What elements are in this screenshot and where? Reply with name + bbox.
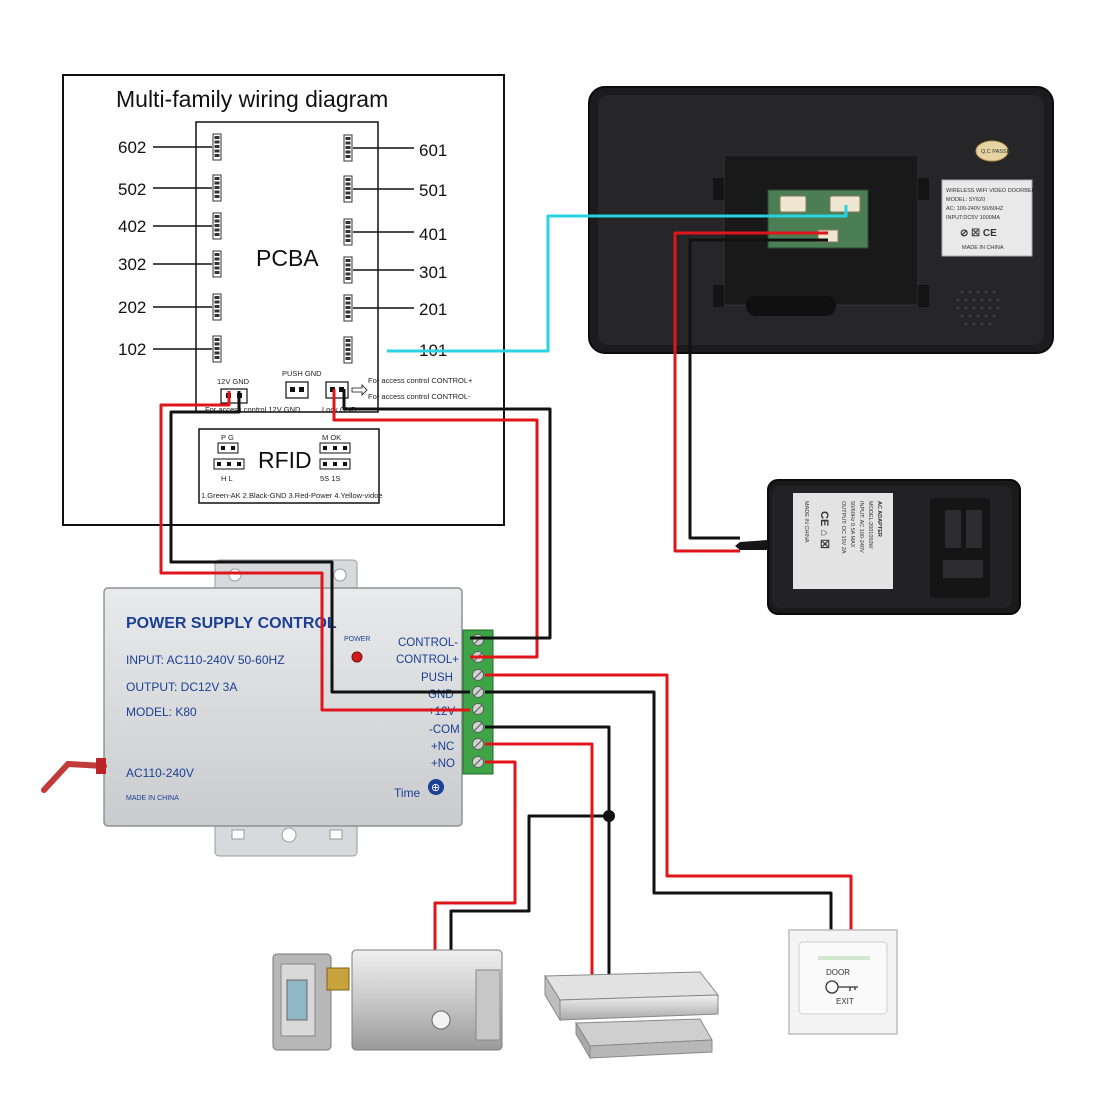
exit-door-label: DOOR [826, 968, 850, 977]
psu-output: OUTPUT: DC12V 3A [126, 680, 237, 694]
wire-junction [603, 810, 615, 822]
electric-lock [272, 949, 503, 1051]
time-knob-icon[interactable] [428, 779, 444, 795]
terminal-control-minus: CONTROL- [398, 637, 458, 649]
rfid-label: RFID [258, 447, 312, 473]
unit-402: 402 [118, 217, 146, 236]
left-unit-labels: 602 502 402 302 202 102 [118, 138, 146, 359]
adapter-label-5: OUTPUT: DC 15V 2A [840, 501, 846, 554]
wire-push-red [485, 673, 853, 930]
key-icon [825, 980, 858, 994]
ac-adapter: AC ADAPTER MODEL:2001050W INPUT: AC 100-… [735, 479, 1021, 615]
wire-com-to-lock [449, 814, 609, 952]
pcba-label: PCBA [256, 245, 319, 271]
lock-connector-label: Lock GND [322, 405, 357, 414]
rfid-s-label: 5S 1S [320, 474, 340, 483]
power-supply-control: POWER SUPPLY CONTROL INPUT: AC110-240V 5… [41, 559, 494, 857]
unit-601: 601 [419, 141, 447, 160]
wire-monitor-red [673, 231, 828, 553]
adapter-made: MADE IN CHINA [803, 501, 809, 543]
monitor-label-5: MADE IN CHINA [962, 245, 1004, 251]
psu-title: POWER SUPPLY CONTROL [126, 615, 337, 632]
rfid-legend: 1.Green-AK 2.Black-GND 3.Red-Power 4.Yel… [201, 491, 382, 500]
adapter-cert-icon: CE ⌂ ☒ [818, 511, 830, 549]
wire-push-gnd [485, 690, 833, 930]
wire-video-cyan [387, 205, 848, 353]
monitor-label-3: AC: 100-240V 50/60HZ [946, 206, 1004, 212]
adapter-label-1: AC ADAPTER [876, 501, 882, 537]
terminal-no: +NO [431, 758, 455, 770]
unit-201: 201 [419, 300, 447, 319]
svg-text:⊕: ⊕ [431, 782, 440, 794]
arrow-icon [351, 384, 368, 396]
terminal-block [462, 629, 494, 775]
psu-power-label: POWER [344, 636, 370, 643]
wires [159, 205, 853, 978]
adapter-label-4: 50/60Hz 0.5A MAX [849, 501, 855, 548]
diagram-title: Multi-family wiring diagram [116, 86, 388, 112]
terminal-plus12v: +12V [428, 706, 456, 718]
monitor-label-1: WIRELESS WIFI VIDEO DOORBELL [946, 188, 1038, 194]
pcba-bottom-connectors: 12V GND For access control 12V GND PUSH … [205, 369, 473, 414]
push-connector-label: PUSH GND [282, 369, 322, 378]
right-unit-lines [353, 147, 414, 309]
power-connector-label: 12V GND [217, 377, 250, 386]
ac-input-cable [41, 760, 107, 793]
wire-control-minus [342, 389, 552, 640]
exit-button[interactable]: DOOR EXIT [788, 929, 898, 1035]
magnetic-lock [544, 971, 720, 1060]
psu-time-label: Time [394, 786, 421, 800]
terminal-push: PUSH [421, 672, 453, 684]
rfid-hl-label: H L [221, 474, 233, 483]
psu-made: MADE IN CHINA [126, 795, 179, 802]
wire-12v-red [159, 391, 470, 712]
unit-501: 501 [419, 181, 447, 200]
wire-no-red [433, 760, 517, 952]
rfid-board: P G H L RFID M OK 5S 1S 1.Green-AK 2.Bla… [198, 428, 382, 504]
control-plus-label: For access control CONTROL+ [368, 376, 473, 385]
control-minus-label: For access control CONTROL- [368, 392, 471, 401]
unit-202: 202 [118, 298, 146, 317]
wire-nc-red [485, 742, 594, 978]
rfid-mok-label: M OK [322, 433, 341, 442]
multi-family-diagram: Multi-family wiring diagram PCBA 602 502… [62, 74, 505, 526]
cert-marks-icon: ⊘ ☒ CE [960, 228, 997, 239]
unit-302: 302 [118, 255, 146, 274]
adapter-label-3: INPUT: AC 100-240V [858, 501, 864, 553]
terminal-control-plus: CONTROL+ [396, 654, 459, 666]
rfid-pg-label: P G [221, 433, 234, 442]
exit-label: EXIT [836, 997, 854, 1006]
monitor-label-2: MODEL: SY620 [946, 197, 985, 203]
monitor-label-4: INPUT:DC5V 1000MA [946, 215, 1000, 221]
wire-monitor-black [688, 238, 828, 540]
qc-sticker: Q.C PASSED [981, 149, 1014, 155]
indoor-monitor: Q.C PASSED WIRELESS WIFI VIDEO DOORBELL … [588, 86, 1054, 354]
wire-gnd-black [169, 391, 470, 694]
left-unit-lines [153, 146, 212, 350]
power-led [351, 651, 363, 663]
psu-input: INPUT: AC110-240V 50-60HZ [126, 653, 285, 667]
wire-com-black [485, 725, 611, 978]
unit-401: 401 [419, 225, 447, 244]
unit-602: 602 [118, 138, 146, 157]
psu-ac: AC110-240V [126, 766, 194, 780]
psu-model: MODEL: K80 [126, 705, 197, 719]
adapter-label-2: MODEL:2001050W [867, 501, 873, 549]
unit-301: 301 [419, 263, 447, 282]
wire-control-plus [332, 389, 539, 659]
unit-102: 102 [118, 340, 146, 359]
power-connector-sub: For access control 12V GND [205, 405, 301, 414]
unit-502: 502 [118, 180, 146, 199]
terminal-nc: +NC [431, 741, 454, 753]
terminal-com: -COM [429, 724, 460, 736]
speaker-icon [956, 290, 1000, 326]
